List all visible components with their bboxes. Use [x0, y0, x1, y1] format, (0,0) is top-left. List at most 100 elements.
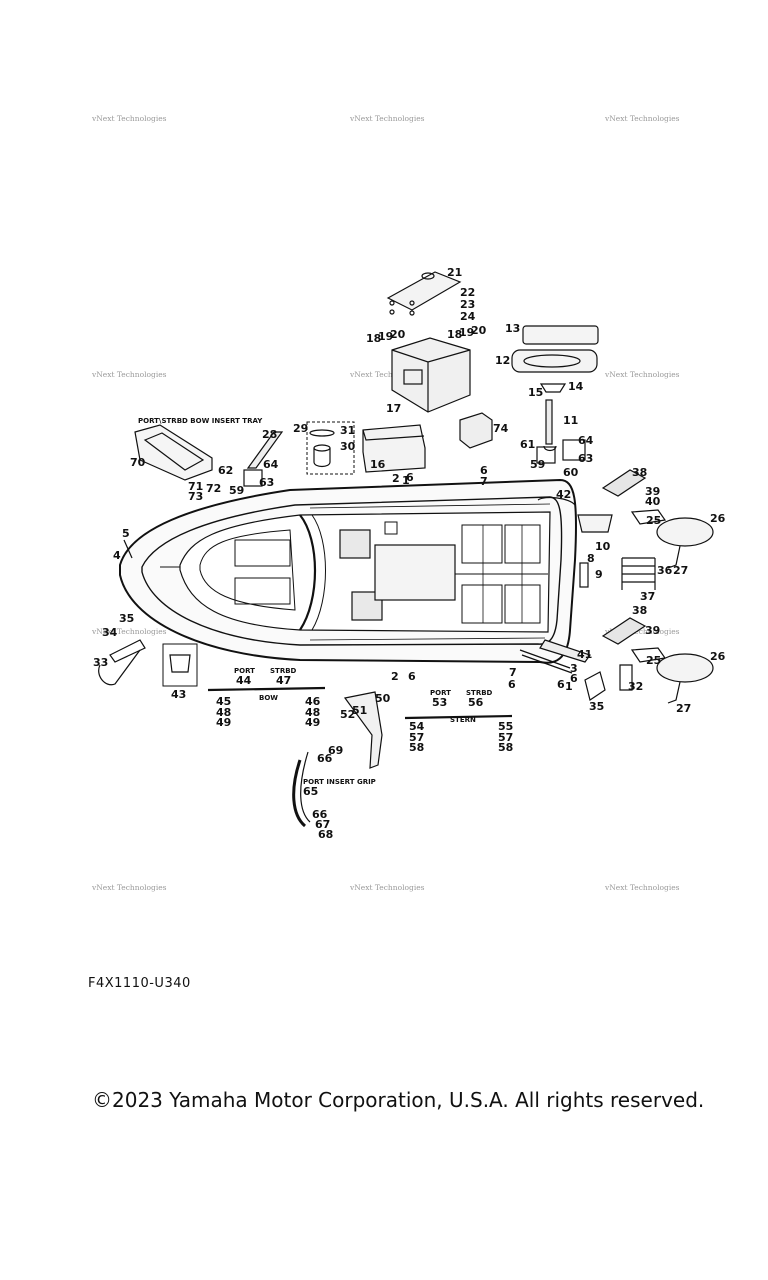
- callout-27: 27: [673, 564, 688, 577]
- label-port-bow: PORT: [234, 667, 255, 675]
- callout-6: 6: [570, 672, 578, 685]
- callout-8: 8: [587, 552, 595, 565]
- callout-42: 42: [556, 488, 571, 501]
- callout-58: 58: [409, 741, 424, 754]
- callout-49: 49: [216, 716, 231, 729]
- callout-56: 56: [468, 696, 484, 709]
- callout-2: 2: [391, 670, 399, 683]
- callout-19: 19: [459, 326, 474, 339]
- label-port-stern: PORT: [430, 689, 451, 697]
- callout-4: 4: [113, 549, 121, 562]
- callout-38: 38: [632, 466, 647, 479]
- callout-49: 49: [305, 716, 320, 729]
- callout-28: 28: [262, 428, 277, 441]
- section-labels: PORT\STRBD BOW INSERT TRAY PORT STRBD BO…: [138, 417, 493, 786]
- callout-74: 74: [493, 422, 509, 435]
- part-pole: [545, 399, 553, 445]
- callout-6: 6: [508, 678, 516, 691]
- callout-52: 52: [340, 708, 355, 721]
- callout-36: 36: [657, 564, 673, 577]
- callout-70: 70: [130, 456, 146, 469]
- part-panel-13: [522, 325, 599, 345]
- cup-holder-box: [306, 421, 355, 475]
- label-port-insert-grip: PORT INSERT GRIP: [303, 778, 376, 786]
- callout-35: 35: [589, 700, 604, 713]
- watermark: vNext Technologies: [91, 370, 167, 379]
- callout-18: 18: [366, 332, 381, 345]
- callout-43: 43: [171, 688, 186, 701]
- callout-32: 32: [628, 680, 643, 693]
- watermark: vNext Technologies: [91, 883, 167, 892]
- callout-15: 15: [528, 386, 543, 399]
- watermark: vNext Technologies: [91, 114, 167, 123]
- callout-53: 53: [432, 696, 447, 709]
- watermark: vNext Technologies: [604, 370, 680, 379]
- callout-47: 47: [276, 674, 291, 687]
- parts: [98, 271, 714, 828]
- watermark: vNext Technologies: [604, 627, 680, 636]
- callout-27: 27: [676, 702, 691, 715]
- part-port-insert-grip: [292, 759, 307, 828]
- callout-30: 30: [340, 440, 356, 453]
- callout-48: 48: [305, 706, 320, 719]
- label-strbd-stern: STRBD: [466, 689, 493, 697]
- label-stern: STERN: [450, 716, 476, 724]
- callout-46: 46: [305, 695, 321, 708]
- callout-29: 29: [293, 422, 308, 435]
- watermark: vNext Technologies: [349, 370, 425, 379]
- callout-40: 40: [645, 495, 661, 508]
- callout-55: 55: [498, 720, 513, 733]
- part-hatch-plate: [386, 271, 462, 311]
- callout-25: 25: [646, 654, 661, 667]
- callout-69: 69: [328, 744, 343, 757]
- part-panel-12: [511, 349, 598, 373]
- part-code: F4X1110-U340: [88, 976, 191, 991]
- callout-26: 26: [710, 650, 726, 663]
- callout-48: 48: [216, 706, 231, 719]
- callout-39: 39: [645, 624, 660, 637]
- callout-17: 17: [386, 402, 401, 415]
- callout-57: 57: [409, 731, 424, 744]
- callout-6: 6: [480, 464, 488, 477]
- callout-63: 63: [259, 476, 274, 489]
- callout-7: 7: [480, 475, 488, 488]
- copyright-notice: ©2023 Yamaha Motor Corporation, U.S.A. A…: [92, 1088, 705, 1112]
- callout-63: 63: [578, 452, 593, 465]
- callout-64: 64: [263, 458, 279, 471]
- callout-34: 34: [102, 626, 118, 639]
- label-strbd-bow: STRBD: [270, 667, 297, 675]
- boat-hull: [119, 478, 578, 664]
- callout-62: 62: [218, 464, 233, 477]
- callout-6: 6: [406, 471, 414, 484]
- callout-67: 67: [315, 818, 330, 831]
- callout-64: 64: [578, 434, 594, 447]
- callout-72: 72: [206, 482, 221, 495]
- callout-1: 1: [402, 474, 410, 487]
- callout-44: 44: [236, 674, 252, 687]
- callout-38: 38: [632, 604, 647, 617]
- callout-59: 59: [229, 484, 244, 497]
- callout-58: 58: [498, 741, 513, 754]
- callout-73: 73: [188, 490, 203, 503]
- watermark: vNext Technologies: [91, 627, 167, 636]
- watermark: vNext Technologies: [349, 883, 425, 892]
- callout-37: 37: [640, 590, 655, 603]
- part-step-pad: [601, 469, 647, 497]
- callout-24: 24: [460, 310, 476, 323]
- part-ladder: [621, 557, 656, 590]
- callout-39: 39: [645, 485, 660, 498]
- part-43-box: [162, 643, 198, 687]
- callout-68: 68: [318, 828, 333, 841]
- part-bow-tray: [134, 424, 213, 481]
- callout-12: 12: [495, 354, 510, 367]
- callout-13: 13: [505, 322, 520, 335]
- callout-6: 6: [408, 670, 416, 683]
- callout-19: 19: [378, 330, 393, 343]
- label-bow: BOW: [259, 694, 278, 702]
- callout-16: 16: [370, 458, 386, 471]
- callout-59: 59: [530, 458, 545, 471]
- callout-20: 20: [390, 328, 406, 341]
- callout-41: 41: [577, 648, 592, 661]
